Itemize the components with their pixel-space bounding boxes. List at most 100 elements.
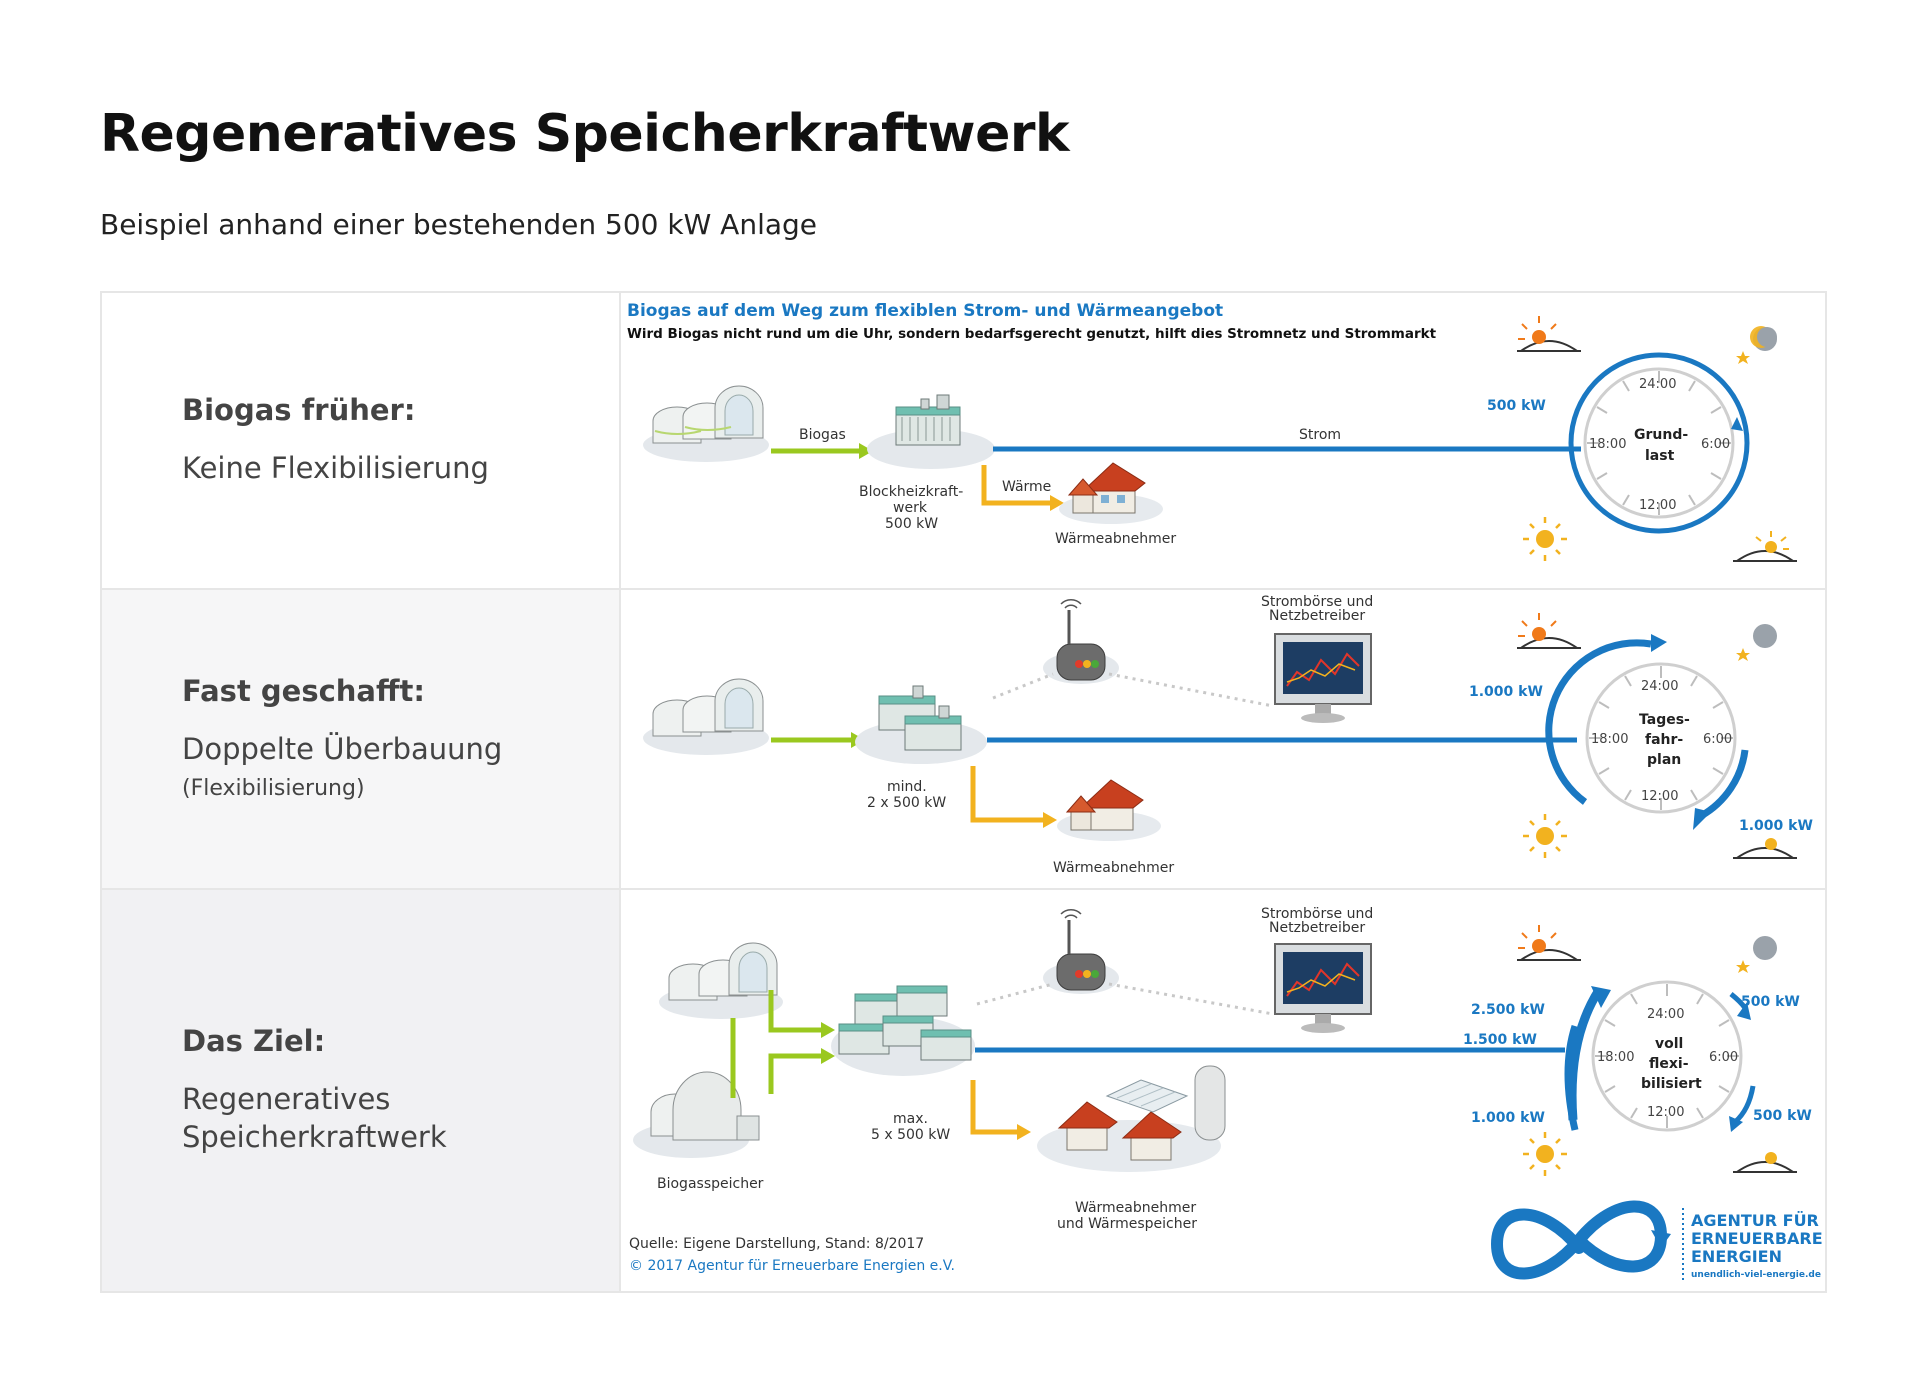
page-subtitle: Beispiel anhand einer bestehenden 500 kW… bbox=[100, 208, 818, 241]
mode-label-1: Tages- bbox=[1639, 712, 1690, 728]
source-note: Quelle: Eigene Darstellung, Stand: 8/201… bbox=[629, 1236, 924, 1252]
agency-logo-icon bbox=[1490, 1200, 1684, 1282]
monitor-icon bbox=[1274, 633, 1372, 723]
exchange-label-1: Strombörse und bbox=[1261, 906, 1373, 922]
diagram-grundlast-svg: Biogas auf dem Weg zum flexiblen Strom- … bbox=[627, 301, 1797, 562]
row-heading: Das Ziel: bbox=[182, 1024, 326, 1058]
clock-icon bbox=[1564, 980, 1756, 1132]
sunset-icon bbox=[1517, 613, 1581, 649]
moon-icon bbox=[1736, 624, 1777, 661]
power-label: Strom bbox=[1299, 427, 1341, 443]
biogas-digester-icon bbox=[643, 678, 769, 755]
chp-plant-icon bbox=[855, 685, 987, 764]
sunrise-icon bbox=[1733, 838, 1797, 859]
mode-label-2: last bbox=[1645, 448, 1675, 464]
sun-icon bbox=[1523, 1132, 1567, 1176]
comparison-table: Biogas früher: Keine Flexibilisierung Bi… bbox=[100, 291, 1827, 1293]
biogas-label: Biogas bbox=[799, 427, 846, 443]
plant-label-1: mind. bbox=[887, 779, 927, 795]
chp-plant-icon bbox=[831, 985, 975, 1076]
biogas-digester-icon bbox=[643, 385, 769, 462]
power-kw-2: 1.500 kW bbox=[1463, 1032, 1537, 1048]
heat-label: Wärme bbox=[1002, 479, 1051, 495]
row-label: Fast geschafft: Doppelte Überbauung (Fle… bbox=[102, 590, 619, 888]
clock-icon bbox=[1545, 634, 1749, 830]
power-kw-5: 500 kW bbox=[1753, 1108, 1812, 1124]
power-kw: 500 kW bbox=[1487, 398, 1546, 414]
logo-line-2: ERNEUERBARE bbox=[1691, 1229, 1823, 1248]
diagram-tagesfahrplan-svg: mind. 2 x 500 kW Wärmeabnehmer bbox=[643, 594, 1813, 876]
diagram-tagesfahrplan: mind. 2 x 500 kW Wärmeabnehmer bbox=[619, 590, 1825, 888]
clock-24: 24:00 bbox=[1641, 679, 1678, 694]
consumer-label: Wärmeabnehmer bbox=[1055, 531, 1176, 547]
logo-url: unendlich-viel-energie.de bbox=[1691, 1270, 1821, 1280]
diagram-voll-flexibilisiert: Biogasspeicher bbox=[619, 890, 1825, 1291]
power-kw-1: 1.000 kW bbox=[1469, 684, 1543, 700]
logo-line-1: AGENTUR FÜR bbox=[1691, 1211, 1819, 1230]
chp-label-2: werk bbox=[893, 500, 928, 516]
row-description: Keine Flexibilisierung bbox=[182, 451, 489, 485]
chp-label-1: Blockheizkraft- bbox=[859, 484, 963, 500]
control-unit-icon bbox=[1043, 909, 1119, 994]
row-das-ziel: Das Ziel: Regeneratives Speicherkraftwer… bbox=[102, 890, 1825, 1291]
clock-12: 12:00 bbox=[1647, 1105, 1684, 1120]
clock-12: 12:00 bbox=[1641, 789, 1678, 804]
exchange-label-2: Netzbetreiber bbox=[1269, 920, 1365, 936]
clock-6: 6:00 bbox=[1709, 1050, 1738, 1065]
sun-icon bbox=[1523, 814, 1567, 858]
plant-label-1: max. bbox=[893, 1111, 928, 1127]
mode-label-1: voll bbox=[1655, 1036, 1683, 1052]
diagram-voll-flexibilisiert-svg: Biogasspeicher bbox=[629, 906, 1823, 1282]
mode-label-1: Grund- bbox=[1634, 427, 1688, 443]
control-unit-icon bbox=[1043, 599, 1119, 684]
heat-consumer-icon bbox=[1037, 1065, 1226, 1172]
house-icon bbox=[1059, 462, 1163, 524]
clock-18: 18:00 bbox=[1597, 1050, 1634, 1065]
row-heading: Fast geschafft: bbox=[182, 674, 425, 708]
consumer-label-2: und Wärmespeicher bbox=[1057, 1216, 1197, 1232]
power-kw-2: 1.000 kW bbox=[1739, 818, 1813, 834]
consumer-label-1: Wärmeabnehmer bbox=[1075, 1200, 1196, 1216]
chp-plant-icon bbox=[867, 394, 995, 469]
moon-icon bbox=[1736, 326, 1777, 364]
mode-label-3: bilisiert bbox=[1641, 1076, 1702, 1092]
monitor-icon bbox=[1274, 943, 1372, 1033]
clock-6: 6:00 bbox=[1701, 437, 1730, 452]
plant-label-2: 5 x 500 kW bbox=[871, 1127, 950, 1143]
clock-icon bbox=[1568, 352, 1750, 534]
sunset-icon bbox=[1517, 316, 1581, 352]
moon-icon bbox=[1736, 936, 1777, 973]
sun-icon bbox=[1523, 517, 1567, 561]
clock-24: 24:00 bbox=[1639, 377, 1676, 392]
exchange-label-1: Strombörse und bbox=[1261, 594, 1373, 610]
clock-12: 12:00 bbox=[1639, 498, 1676, 513]
row-fast-geschafft: Fast geschafft: Doppelte Überbauung (Fle… bbox=[102, 590, 1825, 890]
sunrise-icon bbox=[1733, 531, 1797, 562]
power-kw-3: 1.000 kW bbox=[1471, 1110, 1545, 1126]
row-description: Doppelte Überbauung bbox=[182, 732, 503, 766]
plant-label-2: 2 x 500 kW bbox=[867, 795, 946, 811]
row-heading: Biogas früher: bbox=[182, 393, 416, 427]
row-note: (Flexibilisierung) bbox=[182, 776, 365, 801]
row-description-1: Regeneratives bbox=[182, 1082, 391, 1116]
row-label: Das Ziel: Regeneratives Speicherkraftwer… bbox=[102, 890, 619, 1291]
graphic-lead: Wird Biogas nicht rund um die Uhr, sonde… bbox=[627, 326, 1437, 342]
page-title: Regeneratives Speicherkraftwerk bbox=[100, 104, 1070, 164]
clock-6: 6:00 bbox=[1703, 732, 1732, 747]
mode-label-3: plan bbox=[1647, 752, 1681, 768]
copyright-note: © 2017 Agentur für Erneuerbare Energien … bbox=[629, 1258, 955, 1274]
clock-18: 18:00 bbox=[1589, 437, 1626, 452]
house-icon bbox=[1057, 779, 1161, 841]
logo-line-3: ENERGIEN bbox=[1691, 1247, 1782, 1266]
sunrise-icon bbox=[1733, 1152, 1797, 1173]
mode-label-2: fahr- bbox=[1645, 732, 1683, 748]
power-kw-4: 500 kW bbox=[1741, 994, 1800, 1010]
sunset-icon bbox=[1517, 925, 1581, 961]
clock-18: 18:00 bbox=[1591, 732, 1628, 747]
gas-storage-icon bbox=[633, 1071, 760, 1158]
row-description-2: Speicherkraftwerk bbox=[182, 1120, 447, 1154]
row-label: Biogas früher: Keine Flexibilisierung bbox=[102, 293, 619, 588]
chp-label-3: 500 kW bbox=[885, 516, 938, 532]
mode-label-2: flexi- bbox=[1649, 1056, 1689, 1072]
power-kw-1: 2.500 kW bbox=[1471, 1002, 1545, 1018]
